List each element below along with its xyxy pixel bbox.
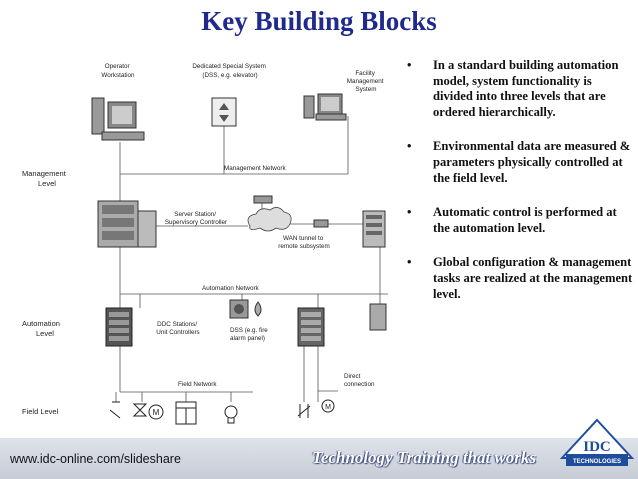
footer-bar: www.idc-online.com/slideshare Technology… <box>0 438 638 479</box>
building-automation-diagram: M M Management Level Automation Level Fi… <box>22 63 388 425</box>
bullet-item: • Global configuration & management tasks… <box>407 255 633 302</box>
footer-tagline: Technology Training that works <box>312 448 537 467</box>
bullet-item: • Automatic control is performed at the a… <box>407 205 633 236</box>
remote-server-icon <box>362 210 386 248</box>
motor-icon <box>148 404 164 420</box>
svg-text:M: M <box>153 408 160 417</box>
network-lines <box>115 116 388 402</box>
wan-router-icon <box>313 219 329 228</box>
field-level-label: Field Level <box>22 407 59 416</box>
bullet-item: • In a standard building automation model… <box>407 58 633 120</box>
valve-icon <box>132 403 148 417</box>
slide-title: Key Building Blocks <box>201 6 437 36</box>
logo-text: IDC <box>583 439 611 455</box>
sensor-icon <box>297 404 311 418</box>
idc-logo: IDC TECHNOLOGIES <box>560 418 634 466</box>
dss-elevator-label: Dedicated Special System (DSS, e.g. elev… <box>192 63 267 79</box>
wan-label: WAN tunnel to remote subsystem <box>278 235 329 250</box>
field-network-label: Field Network <box>178 381 217 388</box>
bullet-item: • Environmental data are measured & param… <box>407 139 633 186</box>
automation-level-label: Automation Level <box>22 319 62 338</box>
ddc-stations-label: DDC Stations/ Unit Controllers <box>156 321 199 336</box>
svg-text:M: M <box>325 404 331 411</box>
bullet-text: Automatic control is performed at the au… <box>433 205 617 235</box>
server-station-icon <box>97 200 157 248</box>
logo-subtext: TECHNOLOGIES <box>573 459 621 465</box>
bullet-text: In a standard building automation model,… <box>433 58 619 119</box>
field-devices <box>109 399 335 425</box>
bullet-list: • In a standard building automation model… <box>407 58 633 321</box>
elevator-icon <box>211 97 237 127</box>
ddc-station-icon <box>105 307 133 347</box>
fire-alarm-panel-icon <box>229 299 262 319</box>
bullet-dot: • <box>407 255 412 270</box>
direct-motor-icon <box>321 399 335 413</box>
ddc-station-right-icon <box>297 307 325 347</box>
bullet-dot: • <box>407 205 412 220</box>
switch-icon <box>109 401 121 419</box>
automation-network-label: Automation Network <box>202 285 260 292</box>
light-icon <box>224 405 238 419</box>
server-station-label: Server Station/ Supervisory Controller <box>165 211 227 226</box>
router-icon <box>253 195 273 204</box>
operator-workstation-label: Operator Workstation <box>101 63 135 79</box>
dss-fire-label: DSS (e.g. fire alarm panel) <box>230 327 270 342</box>
direct-connection-label: Direct connection <box>344 373 375 388</box>
bullet-dot: • <box>407 58 412 72</box>
facility-workstation-icon <box>303 93 347 121</box>
bullet-dot: • <box>407 139 412 154</box>
bullet-text: Global configuration & management tasks … <box>433 255 633 301</box>
cloud-icon <box>247 207 292 232</box>
management-network-label: Management Network <box>224 165 286 172</box>
footer-url: www.idc-online.com/slideshare <box>10 452 181 466</box>
management-level-label: Management Level <box>22 169 68 188</box>
facility-management-label: Facility Management System <box>347 70 386 93</box>
operator-workstation-icon <box>91 97 145 141</box>
bullet-text: Environmental data are measured & parame… <box>433 139 631 185</box>
unit-controller-icon <box>369 303 387 331</box>
